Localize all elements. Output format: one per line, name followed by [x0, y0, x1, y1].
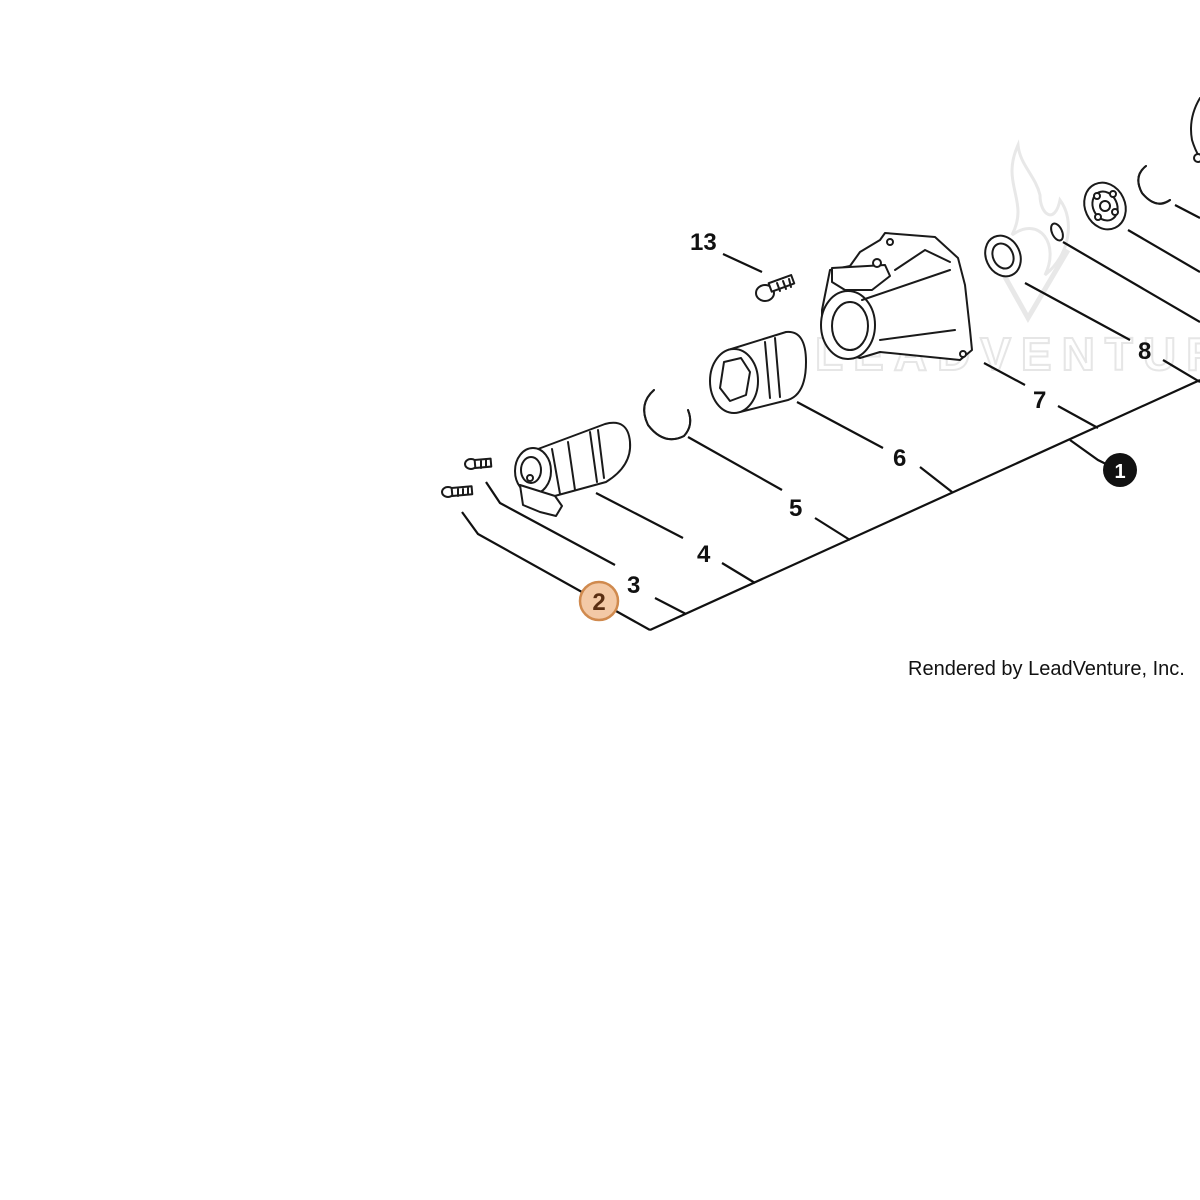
- callout-6[interactable]: 6: [893, 445, 906, 472]
- callout-1: 1: [1114, 461, 1125, 483]
- leader-part-4: [595, 492, 684, 539]
- bushing-part: [709, 330, 807, 414]
- leader-snap-ring-right: [1174, 204, 1200, 219]
- leader-part-7-tail: [1057, 405, 1099, 429]
- small-ring-part: [1050, 222, 1064, 242]
- leader-screw-upper: [485, 481, 616, 566]
- leader-part-6: [796, 401, 884, 449]
- leader-part-1: [1069, 439, 1111, 467]
- bearing-part: [1083, 181, 1127, 231]
- leader-part-13: [722, 253, 763, 273]
- callout-labels: 13 3 4 5 6 7 8: [627, 229, 1151, 599]
- bolt-part: [755, 274, 796, 302]
- callout-2-highlight[interactable]: 2: [578, 580, 620, 622]
- callout-1-circle: [1103, 453, 1137, 487]
- leader-part-4-tail: [721, 562, 756, 584]
- leader-part-5: [687, 436, 783, 491]
- screw-upper-part: [464, 457, 493, 470]
- screw-lower-part: [441, 485, 474, 498]
- partial-gear-part: [1190, 97, 1200, 163]
- callout-7[interactable]: 7: [1033, 387, 1046, 414]
- snap-ring-right-part: [1137, 165, 1171, 205]
- callout-2: 2: [592, 589, 605, 616]
- leader-3-tail: [654, 597, 687, 615]
- leader-part-7: [983, 362, 1026, 386]
- credit-text: Rendered by LeadVenture, Inc.: [908, 658, 1185, 680]
- gear-case-part: [820, 232, 973, 361]
- watermark-flame-icon: [1010, 139, 1070, 277]
- leader-screw-lower: [461, 511, 651, 631]
- leader-part-6-tail: [919, 466, 953, 493]
- leader-small-ring: [1062, 241, 1200, 323]
- callout-5[interactable]: 5: [789, 495, 802, 522]
- clamp-sleeve-part: [514, 421, 632, 517]
- seal-part: [984, 234, 1022, 278]
- leader-part-8: [1024, 282, 1131, 341]
- callout-4[interactable]: 4: [697, 541, 711, 568]
- callout-8[interactable]: 8: [1138, 338, 1151, 365]
- assembly-baseline: [649, 378, 1200, 632]
- callout-2-circle: [578, 580, 620, 622]
- leader-bearing: [1127, 229, 1200, 273]
- snap-ring-part: [643, 389, 692, 441]
- callout-3[interactable]: 3: [627, 572, 640, 599]
- callout-13[interactable]: 13: [690, 229, 717, 256]
- callout-1-badge[interactable]: 1: [1103, 453, 1137, 487]
- leader-part-5-tail: [814, 517, 851, 541]
- leader-lines: [461, 204, 1200, 632]
- leader-part-8-tail: [1162, 359, 1200, 383]
